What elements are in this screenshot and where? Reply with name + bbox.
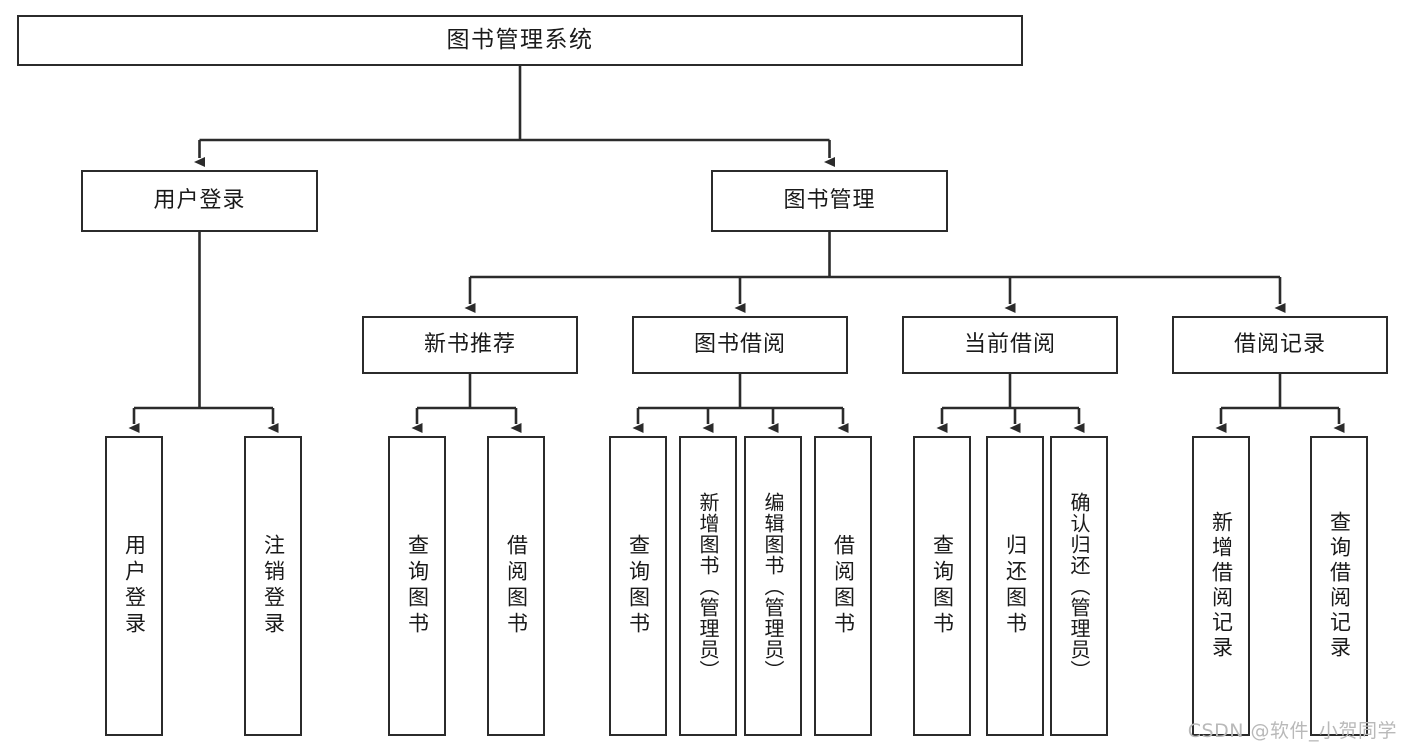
leaf-node-label: 借阅图书: [831, 534, 856, 638]
leaf-node-label: 注销登录: [261, 534, 286, 638]
leaf-node-label: 新增图书（管理员）: [696, 491, 720, 681]
leaf-node-label: 新增借阅记录: [1209, 511, 1234, 661]
leaf-node-7[interactable]: 借阅图书: [814, 436, 872, 736]
level3-node-1[interactable]: 图书借阅: [632, 316, 848, 374]
leaf-node-1[interactable]: 注销登录: [244, 436, 302, 736]
leaf-node-8[interactable]: 查询图书: [913, 436, 971, 736]
level3-node-label: 图书借阅: [693, 331, 786, 357]
leaf-node-5[interactable]: 新增图书（管理员）: [679, 436, 737, 736]
leaf-node-4[interactable]: 查询图书: [609, 436, 667, 736]
leaf-node-label: 确认归还（管理员）: [1067, 491, 1091, 681]
level2-node-0[interactable]: 用户登录: [81, 170, 318, 232]
leaf-node-12[interactable]: 查询借阅记录: [1310, 436, 1368, 736]
leaf-node-label: 查询图书: [405, 534, 430, 638]
csdn-watermark: CSDN @软件_小贺同学: [1187, 720, 1397, 742]
leaf-node-3[interactable]: 借阅图书: [487, 436, 545, 736]
level2-node-label: 用户登录: [153, 187, 246, 213]
level3-node-0[interactable]: 新书推荐: [362, 316, 578, 374]
leaf-node-11[interactable]: 新增借阅记录: [1192, 436, 1250, 736]
leaf-node-label: 用户登录: [122, 534, 147, 638]
leaf-node-label: 归还图书: [1003, 534, 1028, 638]
leaf-node-label: 借阅图书: [504, 534, 529, 638]
level2-node-1[interactable]: 图书管理: [711, 170, 948, 232]
level3-node-label: 新书推荐: [423, 331, 516, 357]
leaf-node-label: 编辑图书（管理员）: [761, 491, 785, 681]
level3-node-label: 当前借阅: [963, 331, 1056, 357]
leaf-node-label: 查询图书: [930, 534, 955, 638]
level3-node-label: 借阅记录: [1233, 331, 1326, 357]
leaf-node-0[interactable]: 用户登录: [105, 436, 163, 736]
leaf-node-10[interactable]: 确认归还（管理员）: [1050, 436, 1108, 736]
root-node-book-management-system[interactable]: 图书管理系统: [17, 15, 1023, 66]
leaf-node-label: 查询借阅记录: [1327, 511, 1352, 661]
level2-node-label: 图书管理: [783, 187, 876, 213]
leaf-node-9[interactable]: 归还图书: [986, 436, 1044, 736]
level3-node-3[interactable]: 借阅记录: [1172, 316, 1388, 374]
leaf-node-6[interactable]: 编辑图书（管理员）: [744, 436, 802, 736]
level3-node-2[interactable]: 当前借阅: [902, 316, 1118, 374]
leaf-node-label: 查询图书: [626, 534, 651, 638]
leaf-node-2[interactable]: 查询图书: [388, 436, 446, 736]
root-node-book-management-system-label: 图书管理系统: [446, 26, 594, 53]
